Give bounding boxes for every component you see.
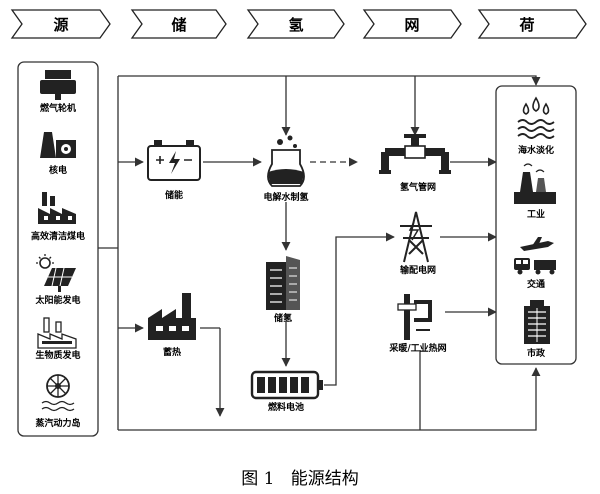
source-label: 太阳能发电 (34, 294, 80, 306)
header-label: 荷 (519, 16, 534, 34)
source-label: 蒸汽动力岛 (35, 417, 80, 429)
source-label: 燃气轮机 (40, 102, 76, 114)
thermal-storage-icon (148, 293, 196, 340)
node-label: 电解水制氢 (263, 191, 308, 203)
header-label: 氢 (288, 16, 303, 34)
node-label: 氢气管网 (400, 181, 436, 193)
header-chevron-source: 源 (10, 9, 111, 39)
electrolysis-icon (267, 135, 305, 187)
load-label: 市政 (527, 347, 546, 359)
battery-storage-icon (147, 140, 201, 181)
header-label: 网 (404, 16, 419, 34)
load-panel (495, 85, 577, 365)
municipal-building-icon (524, 300, 550, 344)
heat-network-icon (397, 294, 432, 340)
header-chevron-network: 网 (362, 9, 462, 39)
steam-power-island-icon (41, 374, 75, 412)
header-chevron-storage: 储 (130, 9, 227, 39)
source-label: 生物质发电 (35, 349, 80, 361)
transport-icon (514, 237, 556, 275)
nuclear-plant-icon (40, 132, 76, 158)
industry-icon (514, 163, 556, 204)
load-label: 工业 (527, 208, 545, 220)
hydrogen-storage-icon (266, 256, 300, 310)
biomass-plant-icon (37, 317, 77, 349)
figure-caption: 图 1 能源结构 (241, 469, 358, 489)
node-label: 燃料电池 (268, 401, 304, 413)
header-chevron-load: 荷 (477, 9, 587, 39)
coal-power-icon (38, 192, 76, 224)
load-label: 交通 (527, 278, 545, 290)
header-label: 源 (53, 16, 68, 34)
solar-panel-icon (36, 254, 76, 292)
pipe-network-icon (379, 134, 451, 174)
fuel-cell-icon (250, 370, 323, 400)
node-label: 储氢 (274, 312, 292, 324)
header-bar: 源 储 氢 网 荷 (10, 9, 587, 39)
gas-turbine-icon (40, 70, 76, 100)
connector-lines (98, 75, 541, 431)
node-label: 储能 (165, 189, 183, 201)
transmission-tower-icon (400, 211, 432, 263)
source-label: 核电 (49, 164, 67, 176)
node-label: 蓄热 (163, 346, 181, 358)
node-label: 采暖/工业热网 (388, 342, 446, 354)
node-label: 输配电网 (400, 264, 436, 276)
desalination-icon (517, 96, 555, 139)
load-label: 海水淡化 (518, 144, 554, 156)
header-label: 储 (171, 16, 186, 34)
source-label: 高效清洁煤电 (31, 230, 85, 242)
header-chevron-hydrogen: 氢 (246, 9, 345, 39)
